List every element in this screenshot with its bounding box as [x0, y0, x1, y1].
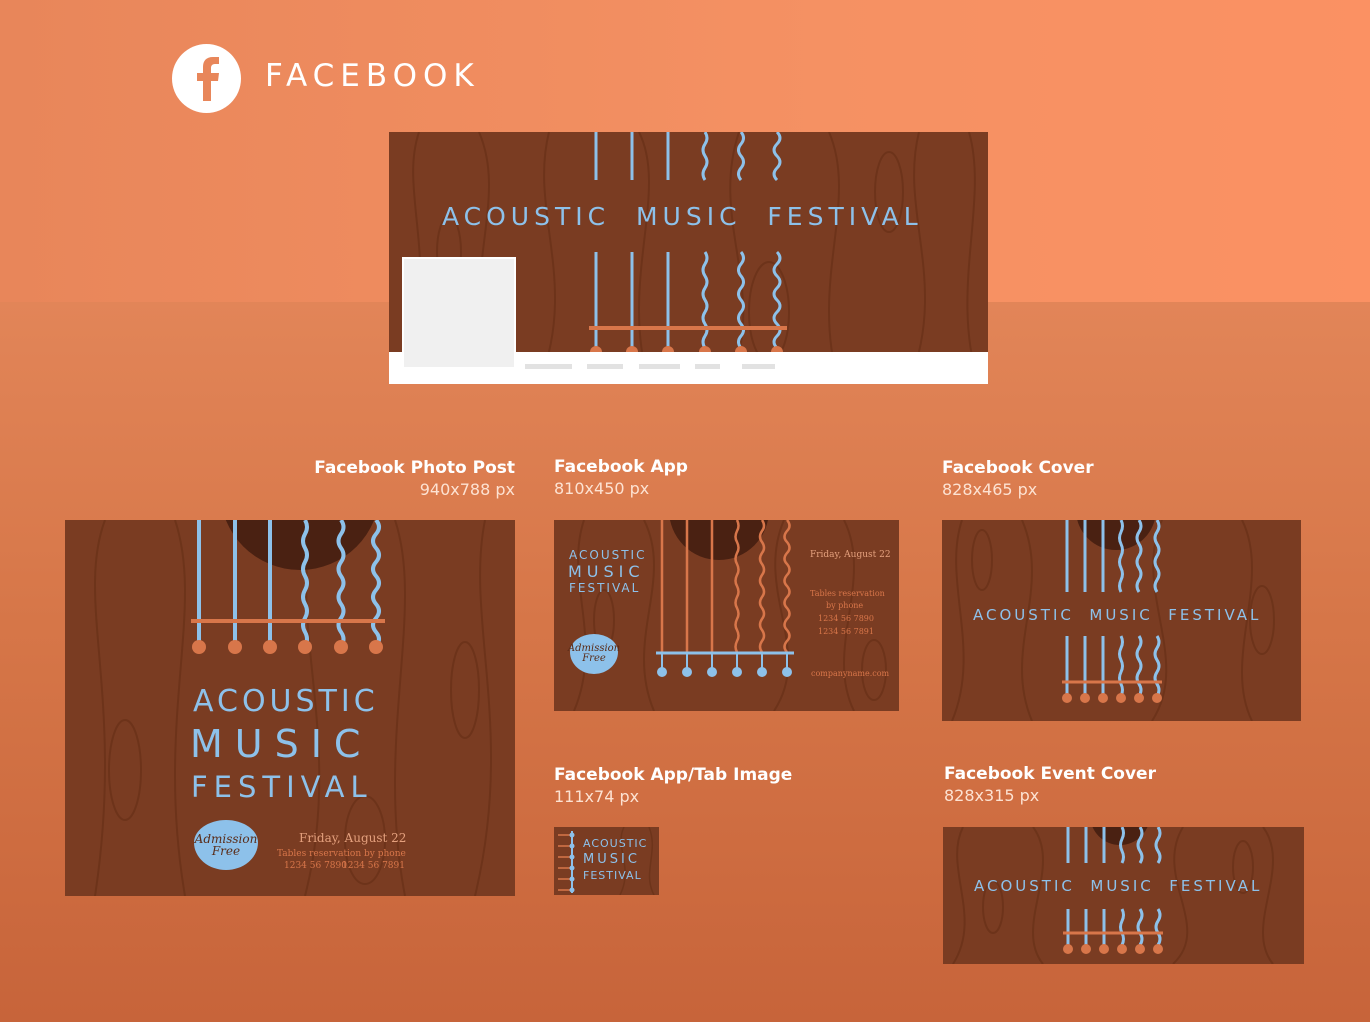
photo-post-title: Facebook Photo Post — [314, 458, 515, 478]
wood-grain-texture — [94, 520, 493, 896]
app-reservation-line2: by phone — [826, 601, 864, 610]
wood-grain-texture — [558, 827, 655, 895]
event-cover-panel-title: ACOUSTIC MUSIC FESTIVAL — [974, 877, 1263, 895]
tab-image-size: 111x74 px — [554, 787, 640, 806]
app-phone2: 1234 56 7891 — [818, 627, 874, 636]
wood-grain-texture — [951, 520, 1275, 721]
app-word1: ACOUSTIC — [569, 548, 647, 562]
app-word3: FESTIVAL — [569, 581, 641, 595]
brand-title: FACEBOOK — [265, 58, 480, 94]
event-cover-title: Facebook Event Cover — [944, 764, 1156, 784]
app-reservation-line1: Tables reservation — [810, 589, 885, 598]
facebook-f-icon — [172, 44, 241, 113]
admission-line1: Admission — [567, 643, 621, 654]
photo-post-size: 940x788 px — [419, 480, 515, 499]
photo-post-reservation: Tables reservation by phone — [277, 849, 406, 859]
photo-post-word1: ACOUSTIC — [193, 684, 379, 719]
cover-panel-title: ACOUSTIC MUSIC FESTIVAL — [973, 606, 1262, 624]
app-date: Friday, August 22 — [810, 550, 891, 560]
cover-title-label: Facebook Cover — [942, 458, 1094, 478]
app-phone1: 1234 56 7890 — [818, 614, 874, 623]
admission-line2: Free — [582, 653, 606, 664]
event-cover-size: 828x315 px — [944, 786, 1040, 805]
photo-post-word2: MUSIC — [190, 722, 373, 766]
app-title: Facebook App — [554, 457, 688, 477]
photo-post-phone1: 1234 56 7890 — [284, 861, 347, 871]
photo-post-word3: FESTIVAL — [191, 770, 373, 804]
app-company: companyname.com — [811, 669, 890, 678]
tab-word1: ACOUSTIC — [583, 837, 648, 850]
main-cover-preview: ACOUSTIC MUSIC FESTIVAL — [389, 132, 988, 384]
cover-title: ACOUSTIC MUSIC FESTIVAL — [442, 202, 923, 231]
wood-grain-texture — [952, 827, 1274, 964]
app-word2: MUSIC — [568, 562, 645, 581]
cover-preview: ACOUSTIC MUSIC FESTIVAL — [942, 520, 1301, 721]
wood-grain-texture — [573, 520, 887, 711]
wood-grain-texture — [389, 132, 988, 384]
cover-size-label: 828x465 px — [942, 480, 1038, 499]
tab-word3: FESTIVAL — [583, 869, 642, 882]
admission-line1: Admission — [194, 832, 258, 846]
photo-post-date: Friday, August 22 — [299, 831, 407, 845]
tab-image-preview: ACOUSTIC MUSIC FESTIVAL — [554, 827, 659, 895]
app-size: 810x450 px — [554, 479, 650, 498]
tab-image-title: Facebook App/Tab Image — [554, 765, 793, 785]
tab-word2: MUSIC — [583, 852, 640, 867]
admission-line2: Free — [211, 844, 241, 858]
event-cover-preview: ACOUSTIC MUSIC FESTIVAL — [943, 827, 1304, 964]
photo-post-phone2: 1234 56 7891 — [342, 861, 405, 871]
